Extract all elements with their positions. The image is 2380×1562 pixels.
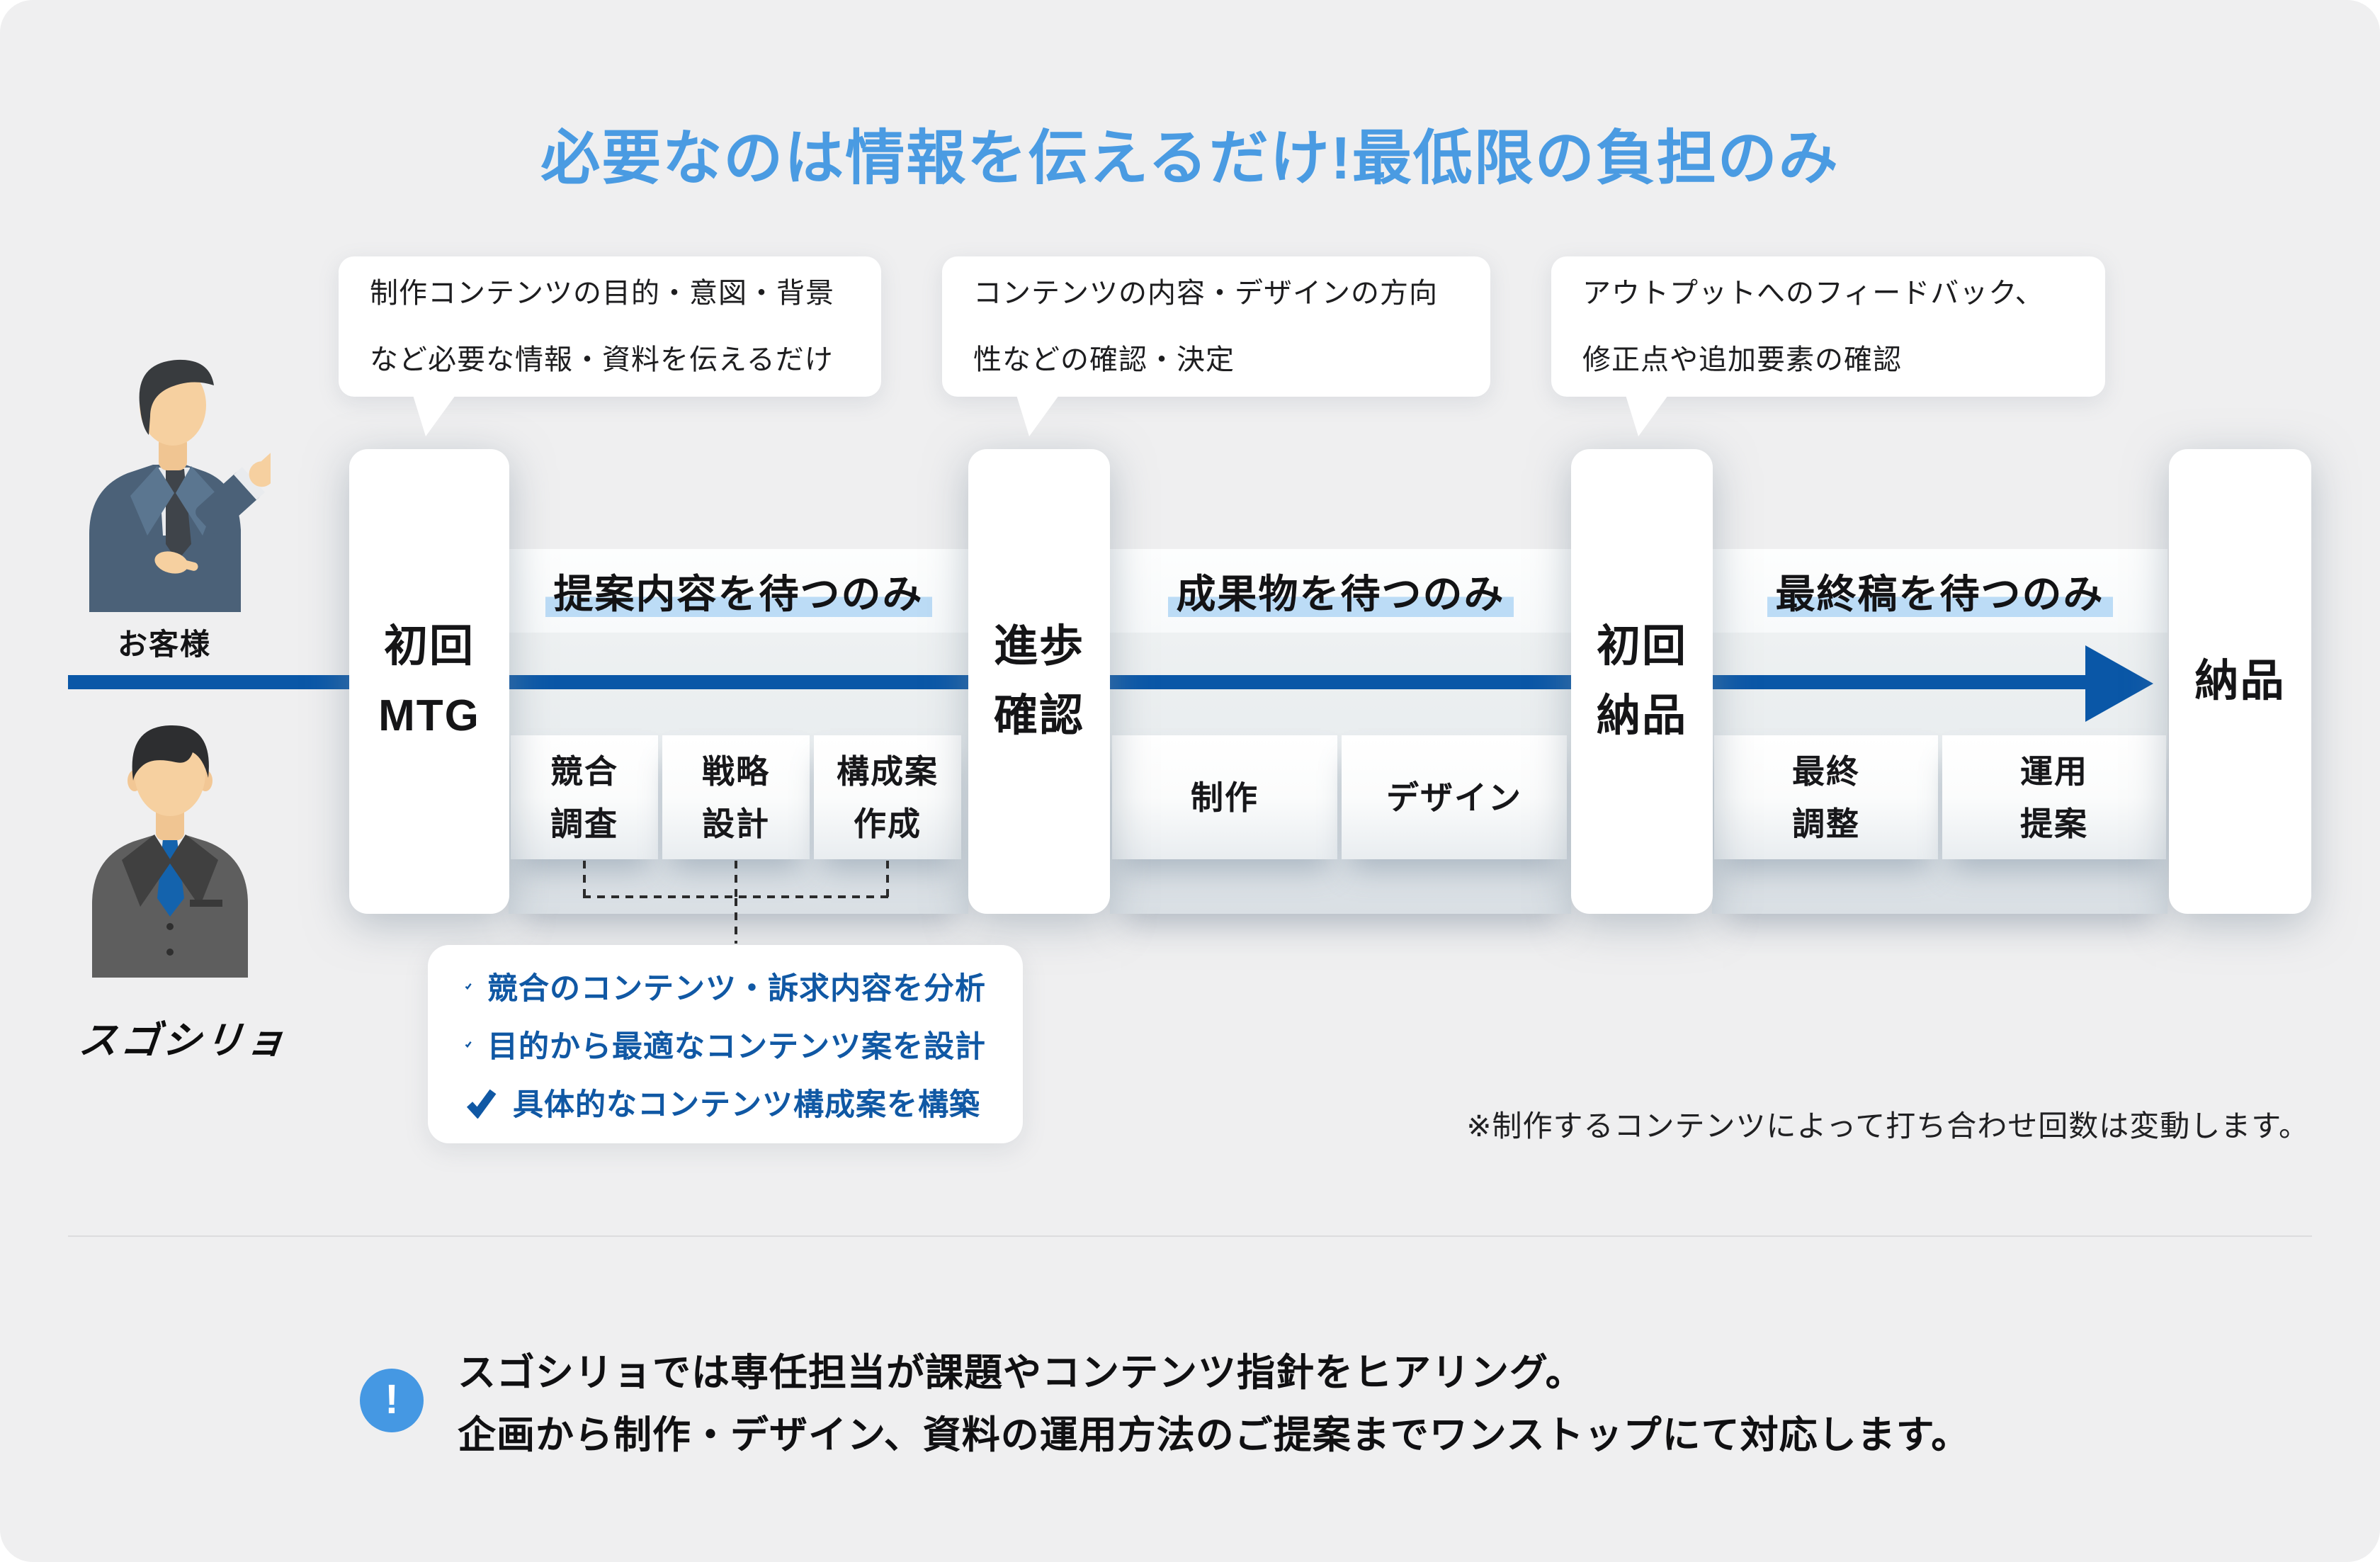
milestone-label-line: 初回 <box>1596 622 1687 671</box>
checklist-item: 競合のコンテンツ・訴求内容を分析 <box>465 964 986 1008</box>
pointing-arm <box>196 448 271 534</box>
checklist-item-text: 具体的なコンテンツ構成案を構築 <box>513 1088 980 1122</box>
task-design: デザイン <box>1342 735 1567 859</box>
task-label-line: 制作 <box>1191 779 1259 816</box>
milestone-delivery: 納品 <box>2169 449 2311 914</box>
task-label-line: 調査 <box>550 805 618 842</box>
task-operation-proposal: 運用 提案 <box>1942 735 2166 859</box>
footer-line: 企画から制作・デザイン、資料の運用方法のご提案までワンストップにて対応します。 <box>458 1414 1971 1456</box>
milestone-progress-check: 進歩 確認 <box>968 449 1110 914</box>
milestone-label-line: 初回 <box>383 622 475 671</box>
dashed-connector <box>583 861 586 897</box>
task-label-line: 設計 <box>702 805 770 842</box>
speech-bubble-initial-mtg: 制作コンテンツの目的・意図・背景 など必要な情報・資料を伝えるだけ <box>339 256 881 436</box>
provider-logo: スゴシリョ <box>76 1019 291 1062</box>
milestone-label-line: 納品 <box>1596 691 1687 740</box>
task-label-line: デザイン <box>1386 779 1522 816</box>
provider-illustration <box>92 725 248 978</box>
milestone-label-line: 確認 <box>993 691 1084 740</box>
milestone-initial-mtg: 初回 MTG <box>349 449 509 914</box>
wait-stripe: 提案内容を待つのみ <box>509 549 968 633</box>
check-icon <box>465 983 472 990</box>
customer-illustration <box>89 359 271 612</box>
checklist-card: 競合のコンテンツ・訴求内容を分析 目的から最適なコンテンツ案を設計 具体的なコン… <box>428 945 1023 1143</box>
task-label-line: 提案 <box>2020 805 2088 842</box>
task-competitor-research: 競合 調査 <box>511 735 658 859</box>
task-label-line: 構成案 <box>837 752 939 790</box>
dashed-connector <box>886 861 889 897</box>
task-final-adjustment: 最終 調整 <box>1714 735 1938 859</box>
task-label-line: 競合 <box>550 752 618 790</box>
page-title: 必要なのは情報を伝えるだけ!最低限の負担のみ <box>540 125 1840 191</box>
milestone-label-line: 進歩 <box>993 622 1084 671</box>
footer-line: スゴシリョでは専任担当が課題やコンテンツ指針をヒアリング。 <box>458 1352 1585 1394</box>
speech-bubble-progress-check: コンテンツの内容・デザインの方向 性などの確認・決定 <box>942 256 1490 436</box>
bubble-text-line: コンテンツの内容・デザインの方向 <box>973 278 1438 309</box>
task-production: 制作 <box>1112 735 1337 859</box>
check-icon <box>465 1041 472 1048</box>
milestone-label-line: MTG <box>378 691 480 740</box>
footer-info: スゴシリョでは専任担当が課題やコンテンツ指針をヒアリング。 企画から制作・デザイ… <box>458 1342 1970 1466</box>
dashed-connector <box>735 898 737 944</box>
customer-label: お客様 <box>117 628 211 661</box>
checklist-item-text: 競合のコンテンツ・訴求内容を分析 <box>487 972 986 1006</box>
dashed-connector <box>583 895 889 898</box>
alert-icon: ! <box>360 1369 424 1432</box>
milestone-label-line: 納品 <box>2194 657 2286 706</box>
divider <box>68 1235 2312 1237</box>
task-label-line: 調整 <box>1792 805 1860 842</box>
task-label-line: 戦略 <box>702 752 770 790</box>
task-label-line: 作成 <box>854 805 922 842</box>
task-strategy-design: 戦略 設計 <box>662 735 810 859</box>
check-icon <box>466 1089 497 1119</box>
bubble-text-line: など必要な情報・資料を伝えるだけ <box>370 344 834 375</box>
bubble-text-line: 性などの確認・決定 <box>973 344 1235 375</box>
wait-label: 最終稿を待つのみ <box>1767 562 2113 620</box>
checklist-item: 具体的なコンテンツ構成案を構築 <box>465 1080 986 1124</box>
wait-stripe: 成果物を待つのみ <box>1110 549 1571 633</box>
checklist-item-text: 目的から最適なコンテンツ案を設計 <box>487 1030 986 1064</box>
wait-label: 提案内容を待つのみ <box>545 562 932 620</box>
checklist-item: 目的から最適なコンテンツ案を設計 <box>465 1022 986 1066</box>
task-outline-creation: 構成案 作成 <box>814 735 961 859</box>
task-label-line: 運用 <box>2020 752 2088 790</box>
task-label-line: 最終 <box>1792 752 1860 790</box>
milestone-first-delivery: 初回 納品 <box>1571 449 1713 914</box>
wait-stripe: 最終稿を待つのみ <box>1712 549 2168 633</box>
dashed-connector <box>735 861 737 897</box>
bubble-text-line: 制作コンテンツの目的・意図・背景 <box>370 278 834 309</box>
bubble-text-line: アウトプットへのフィードバック、 <box>1582 278 2044 309</box>
bubble-text-line: 修正点や追加要素の確認 <box>1582 344 1902 375</box>
meeting-count-note: ※制作するコンテンツによって打ち合わせ回数は変動します。 <box>1466 1109 2309 1143</box>
wait-label: 成果物を待つのみ <box>1167 562 1514 620</box>
speech-bubble-first-delivery: アウトプットへのフィードバック、 修正点や追加要素の確認 <box>1551 256 2105 436</box>
